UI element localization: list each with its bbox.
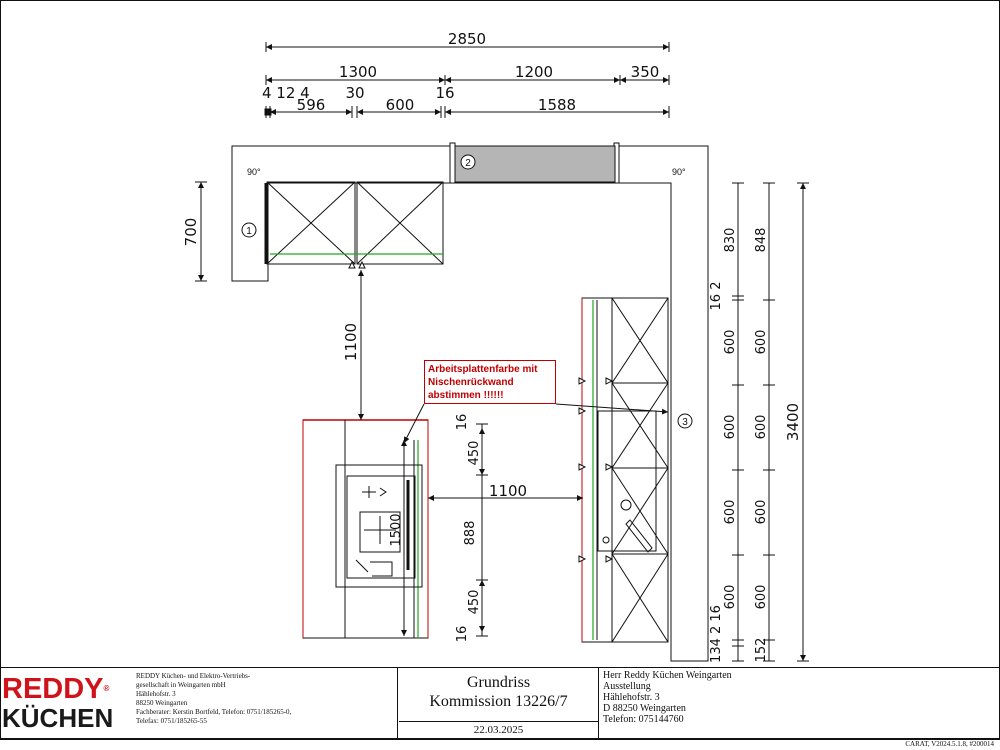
customer-line: Hählehofstr. 3 (603, 692, 660, 703)
dim-right2-600-b: 600 (754, 415, 769, 440)
worktop-note: Arbeitsplattenfarbe mit Nischenrückwand … (424, 360, 556, 404)
marker-1: 1 (241, 222, 257, 238)
dim-chain-right-2 (763, 182, 775, 662)
angle-right: 90° (672, 167, 686, 177)
company-line: REDDY Küchen- und Elektro-Vertriebs- (136, 672, 251, 680)
dim-island-450-bottom: 450 (467, 590, 482, 615)
dim-right2-600-d: 600 (754, 585, 769, 610)
appliance-2-grey (454, 145, 616, 183)
dim-1200: 1200 (515, 63, 553, 81)
customer-line: Herr Reddy Küchen Weingarten (603, 670, 732, 681)
dim-600-top: 600 (386, 96, 415, 114)
angle-left: 90° (247, 167, 261, 177)
svg-text:1: 1 (246, 226, 252, 237)
wall-cabinets-left (264, 181, 444, 265)
dim-right-600-a: 600 (723, 330, 738, 355)
company-line: Hählehofstr. 3 (136, 690, 176, 698)
dim-right-848: 848 (754, 228, 769, 253)
dim-line-700 (195, 181, 207, 282)
marker-2: 2 (460, 154, 476, 170)
note-leaders (403, 403, 669, 444)
commission-number: Kommission 13226/7 (429, 693, 568, 710)
drawing-title-cell: Grundriss Kommission 13226/7 22.03.2025 (399, 668, 599, 738)
top-dimensions (264, 42, 670, 118)
dim-island-888: 888 (463, 521, 478, 546)
dim-island-16-top: 16 (455, 414, 470, 431)
dim-1588: 1588 (538, 96, 576, 114)
kitchen-island (302, 419, 429, 639)
cabinet-hinges-left (348, 260, 366, 269)
dim-island-1500: 1500 (389, 513, 404, 546)
dim-right-830: 830 (723, 228, 738, 253)
dim-chain-island (476, 423, 488, 637)
customer-line: Telefon: 075144760 (603, 714, 684, 725)
dim-right-600-d: 600 (723, 585, 738, 610)
tall-cabinet-run-right (581, 297, 669, 643)
dim-right-134-2-16: 134 2 16 (709, 605, 724, 663)
dim-right2-600-a: 600 (754, 330, 769, 355)
dim-right-600-c: 600 (723, 500, 738, 525)
svg-text:2: 2 (465, 158, 471, 169)
dim-chain-right-total (797, 182, 809, 662)
dim-350: 350 (631, 63, 660, 81)
dim-1100-vertical: 1100 (342, 323, 360, 361)
dim-right-16-2: 16 2 (709, 282, 724, 311)
marker-3: 3 (677, 413, 693, 429)
dim-1300: 1300 (339, 63, 377, 81)
logo-reddy-text: REDDY® (2, 673, 110, 705)
dim-island-450-top: 450 (467, 441, 482, 466)
drawing-date: 22.03.2025 (399, 721, 598, 736)
dim-1100-horizontal: 1100 (489, 482, 527, 500)
dim-right-600-b: 600 (723, 415, 738, 440)
drawing-title: Grundriss (466, 674, 531, 691)
customer-address: Herr Reddy Küchen Weingarten Ausstellung… (600, 668, 970, 738)
dim-4-12-4: 4 12 4 (262, 84, 310, 102)
company-line: Telefax: 0751/185265-55 (136, 717, 207, 725)
title-block: REDDY® KÜCHEN REDDY Küchen- und Elektro-… (0, 667, 1000, 739)
company-line: 88250 Weingarten (136, 699, 188, 707)
dim-right2-152: 152 (754, 638, 769, 663)
customer-line: D 88250 Weingarten (603, 703, 686, 714)
company-address: REDDY Küchen- und Elektro-Vertriebs- ges… (134, 668, 398, 738)
dim-700: 700 (182, 218, 200, 247)
dim-right-3400: 3400 (784, 403, 802, 441)
company-logo: REDDY® KÜCHEN (0, 668, 132, 738)
customer-line: Ausstellung (603, 681, 651, 692)
company-line: Fachberater: Kerstin Bortfeld, Telefon: … (136, 708, 292, 716)
logo-kuechen-text: KÜCHEN (2, 703, 114, 733)
dim-30: 30 (345, 84, 364, 102)
software-version: CARAT, V2024.5.1.8, #200014 (905, 740, 994, 748)
company-line: gesellschaft in Weingarten mbH (136, 681, 226, 689)
worktop-note-text: Arbeitsplattenfarbe mit Nischenrückwand … (428, 364, 538, 401)
dim-596: 596 (297, 96, 326, 114)
dim-16-top: 16 (435, 84, 454, 102)
dim-island-16-bottom: 16 (455, 626, 470, 643)
dim-right2-600-c: 600 (754, 500, 769, 525)
dim-chain-right-1 (732, 182, 744, 662)
svg-text:3: 3 (682, 417, 688, 428)
dim-total-width: 2850 (448, 30, 486, 48)
tall-cabinet-hinges (578, 377, 614, 563)
